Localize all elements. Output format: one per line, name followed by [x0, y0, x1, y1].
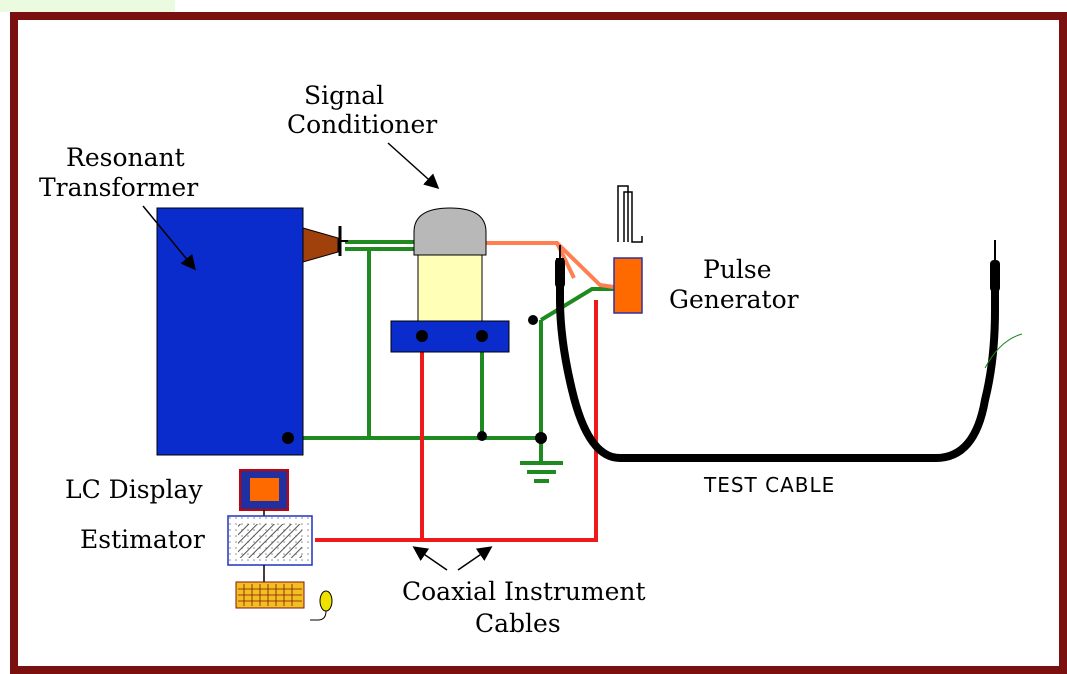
pulse-waveform-icon	[617, 185, 643, 243]
coaxial-label-line2: Cables	[475, 609, 561, 638]
lc-display	[239, 469, 289, 511]
resonant-label-line2: Transformer	[39, 173, 198, 202]
coaxial-label-line1: Coaxial Instrument	[402, 577, 646, 606]
resonant-label-line1: Resonant	[66, 143, 185, 172]
signal-label-line1: Signal	[304, 81, 384, 110]
transformer-bushing	[302, 227, 339, 263]
ground-wiring	[288, 240, 614, 483]
pulse-generator	[613, 257, 643, 314]
test-cable-label: TEST CABLE	[703, 473, 835, 497]
corner-tab	[0, 0, 175, 12]
pulse-label-line1: Pulse	[703, 255, 772, 284]
annotation-arrows	[142, 142, 493, 571]
hv-lead	[484, 241, 615, 289]
resonant-transformer	[156, 207, 304, 456]
estimator-label: Estimator	[80, 525, 205, 554]
signal-conditioner	[390, 207, 510, 353]
keyboard-icon	[235, 581, 305, 609]
coaxial-cables	[315, 300, 598, 542]
lc-display-label: LC Display	[65, 475, 203, 504]
connection-dots	[282, 315, 547, 444]
estimator-box	[227, 515, 313, 566]
signal-label-line2: Conditioner	[287, 110, 437, 139]
test-cable	[555, 240, 1023, 462]
mouse-icon	[310, 590, 333, 621]
pulse-label-line2: Generator	[669, 285, 799, 314]
